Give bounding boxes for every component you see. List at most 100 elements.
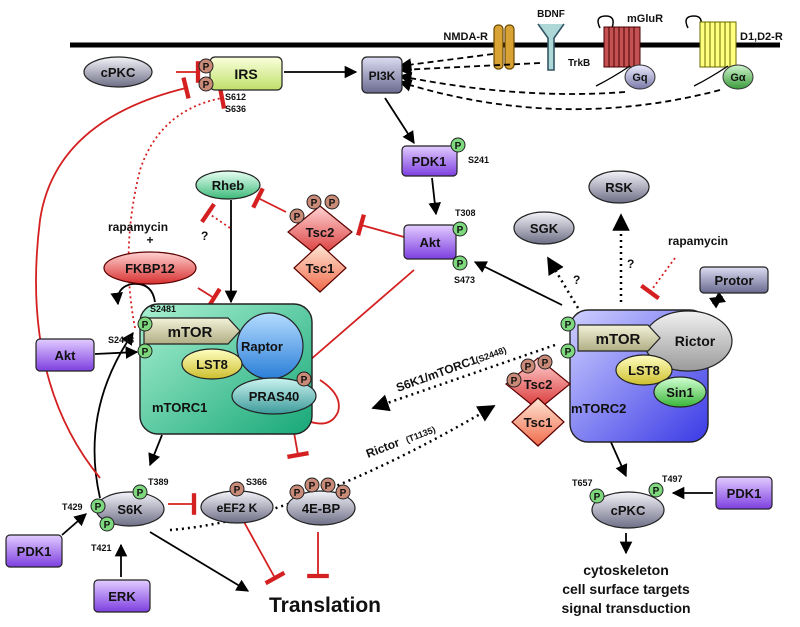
site-t421: T421 (91, 543, 112, 553)
edge-protor-mtorc2 (709, 291, 726, 309)
site-t497: T497 (662, 474, 683, 484)
edge-mtor-autophos (110, 282, 156, 306)
edge-fkbp12-rheb (200, 202, 231, 229)
pdk1-right-label: PDK1 (727, 486, 762, 501)
edge-s6k1-mtorc1 (371, 343, 556, 412)
pdk1-left-node: PDK1 (5, 534, 63, 568)
pdk1-right-node: PDK1 (715, 476, 773, 510)
output-signal-transduction: signal transduction (561, 600, 690, 616)
phospho-markers: P P P P P P P P P P P P P P P P P P P P … (90, 58, 664, 532)
lst8-1-label: LST8 (196, 357, 228, 372)
rheb-label: Rheb (212, 178, 245, 193)
edge-fkbp12-mtorc1 (197, 287, 222, 309)
pi3k-label: PI3K (369, 69, 396, 83)
edge-s6k-translation (149, 531, 250, 592)
phospho-mtor1-s2481: P (137, 316, 153, 332)
rsk-label: RSK (605, 180, 633, 195)
phospho-s6k-t389: P (132, 484, 148, 500)
site-s473: S473 (454, 275, 475, 285)
irs-node: IRS S612 S636 (209, 56, 283, 114)
pdk1-left-label: PDK1 (17, 544, 52, 559)
site-s612: S612 (225, 92, 246, 102)
mtorc2-outputs: cytoskeleton cell surface targets signal… (561, 562, 690, 616)
eef2k-label: eEF2 K (217, 501, 258, 515)
mtor2-label: mTOR (596, 331, 641, 348)
svg-text:P: P (455, 141, 462, 152)
raptor-label: Raptor (241, 339, 283, 354)
pi3k-node: PI3K (361, 56, 403, 94)
tsc1-b-label: Tsc1 (524, 415, 553, 430)
tsc-complex-bottom: Tsc2 Tsc1 (505, 357, 571, 447)
trkb-receptor: BDNF TrkB (537, 9, 590, 71)
output-cell-surface: cell surface targets (562, 581, 690, 597)
edge-akt-pras40 (293, 269, 415, 377)
edge-akt-left-mtor (94, 346, 139, 359)
svg-text:P: P (325, 481, 332, 492)
mglur-label: mGluR (627, 13, 663, 25)
mglur-receptor: mGluR Gq (595, 13, 663, 90)
phospho-pdk1-mid: P (450, 137, 466, 153)
phospho-mtor2-2: P (560, 343, 576, 359)
dopamine-receptor: D1,D2-R Gα (685, 15, 783, 90)
site-s241: S241 (468, 155, 489, 165)
phospho-tsc2-2: P (306, 194, 322, 210)
phospho-4ebp-4: P (335, 484, 351, 500)
svg-text:P: P (340, 488, 347, 499)
svg-text:P: P (542, 358, 549, 369)
nmda-label: NMDA-R (443, 31, 488, 43)
site-t389: T389 (148, 477, 169, 487)
protor-label: Protor (715, 273, 754, 288)
plus-label: + (146, 233, 153, 247)
svg-text:P: P (309, 481, 316, 492)
phospho-4ebp-2: P (304, 477, 320, 493)
cpkc-bottom-label: cPKC (611, 503, 646, 518)
mtorc2-label: mTORC2 (571, 401, 626, 416)
bdnf-label: BDNF (537, 9, 565, 20)
tsc2-b-label: Tsc2 (524, 377, 553, 392)
phospho-irs-1: P (198, 58, 214, 74)
site-t657: T657 (572, 478, 593, 488)
tsc2-label: Tsc2 (306, 225, 335, 240)
edge-nmda-pi3k (398, 53, 494, 71)
phospho-4ebp-1: P (289, 484, 305, 500)
svg-text:P: P (565, 347, 572, 358)
question-rsk: ? (627, 257, 634, 271)
4ebp-node: 4E-BP (286, 490, 356, 526)
cpkc-bottom-node: cPKC T657 T497 (572, 474, 683, 529)
rapamycin-right-label: rapamycin (668, 234, 728, 248)
pras40-label: PRAS40 (249, 389, 300, 404)
edge-pdk1-s6k (61, 513, 87, 536)
edge-ga-pi3k (398, 79, 721, 111)
akt-mid-node: Akt T308 S473 (403, 208, 476, 285)
site-s636: S636 (225, 104, 246, 114)
site-s366: S366 (246, 477, 267, 487)
phospho-tsc2b-1: P (506, 372, 522, 388)
svg-text:P: P (329, 198, 336, 209)
edge-s6k-irs (35, 76, 191, 479)
svg-text:P: P (525, 362, 532, 373)
erk-node: ERK (93, 579, 151, 613)
svg-text:P: P (565, 320, 572, 331)
pdk1-mid-label: PDK1 (412, 154, 447, 169)
svg-text:P: P (294, 212, 301, 223)
translation-label: Translation (269, 594, 381, 617)
phospho-tsc2-1: P (289, 208, 305, 224)
rsk-node: RSK (588, 170, 650, 204)
phospho-cpkc-t657: P (589, 488, 605, 504)
tsc1-label: Tsc1 (306, 261, 335, 276)
phospho-irs-2: P (198, 76, 214, 92)
svg-text:P: P (104, 520, 111, 531)
svg-text:P: P (511, 376, 518, 387)
rictor-link-label: Rictor (364, 435, 402, 461)
svg-text:P: P (311, 198, 318, 209)
svg-text:P: P (294, 488, 301, 499)
edge-akt-tsc (356, 214, 405, 238)
s6k1-mtorc1-label: S6K1/mTORC1 (394, 353, 478, 395)
phospho-s6k-t421: P (99, 516, 115, 532)
svg-text:P: P (142, 320, 149, 331)
rictor-link-annotation: Rictor (T1135) (364, 424, 437, 461)
phospho-akt-s473: P (452, 255, 468, 271)
svg-text:P: P (137, 488, 144, 499)
question-fkbp: ? (201, 229, 208, 243)
rictor-link-site: (T1135) (404, 424, 437, 444)
